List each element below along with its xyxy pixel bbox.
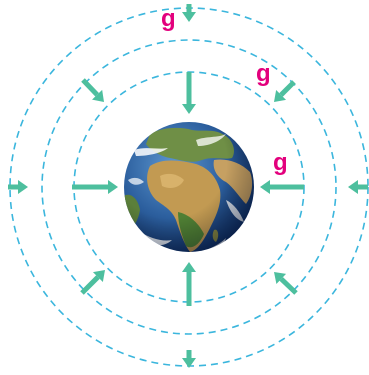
arrow-shaft — [281, 279, 296, 293]
gravity-arrow-10 — [274, 82, 294, 102]
arrow-head — [348, 180, 358, 194]
gravity-label-outer: g — [161, 5, 176, 32]
arrow-head — [182, 262, 196, 272]
gravity-arrow-2 — [182, 72, 196, 114]
arrow-shaft — [281, 82, 294, 95]
arrow-head — [18, 180, 28, 194]
arrow-head — [182, 104, 196, 114]
earth-globe-icon — [123, 122, 254, 258]
gravity-arrow-1 — [182, 4, 196, 22]
arrow-head — [260, 180, 270, 194]
gravity-arrow-6 — [72, 180, 118, 194]
gravity-arrow-9 — [83, 80, 104, 102]
gravity-arrow-4 — [182, 262, 196, 306]
gravity-arrow-8 — [260, 180, 304, 194]
arrow-shaft — [83, 80, 97, 95]
arrow-head — [182, 12, 196, 22]
gravity-arrow-11 — [82, 270, 105, 293]
arrow-shaft — [82, 277, 98, 293]
arrow-head — [108, 180, 118, 194]
gravity-label-inner: g — [273, 149, 288, 176]
gravity-arrow-7 — [348, 180, 368, 194]
gravity-arrow-5 — [8, 180, 28, 194]
gravity-arrow-12 — [274, 272, 296, 293]
gravity-label-middle: g — [256, 60, 271, 87]
